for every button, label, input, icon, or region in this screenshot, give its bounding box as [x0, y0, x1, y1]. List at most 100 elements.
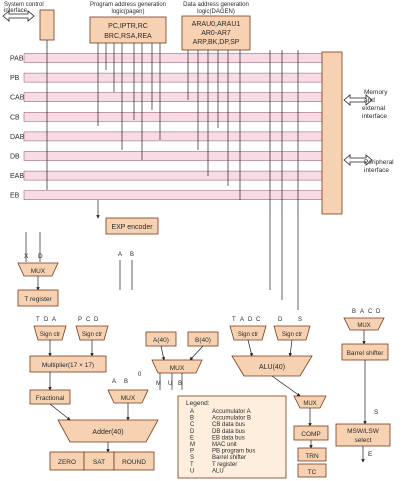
legend-key: S	[190, 455, 194, 461]
msc1-port-a: A	[52, 317, 56, 323]
msc2-port-d: D	[94, 317, 99, 323]
asc1-port-c: C	[256, 317, 261, 323]
bus-cb	[23, 112, 323, 122]
bus-eb	[23, 190, 323, 200]
legend-key: C	[190, 422, 195, 428]
muxb-port-m: M	[156, 381, 161, 387]
system-control-block	[39, 9, 55, 41]
tmux-port-d: D	[38, 253, 43, 260]
pagen-title-2: logic(pagen)	[111, 9, 144, 15]
msw-lsw-label-1: MSW/LSW	[347, 428, 380, 435]
bs-port-d: D	[376, 309, 381, 315]
legend-key: U	[190, 468, 194, 474]
asc2-port-d: D	[278, 317, 283, 323]
asc1-port-d: D	[248, 317, 253, 323]
bus-label-pb: PB	[10, 75, 20, 82]
dagen-block	[181, 15, 251, 51]
legend-key: M	[190, 442, 195, 448]
msc2-port-p: P	[78, 317, 82, 323]
center-mux-label: MUX	[170, 365, 185, 372]
e-label: E	[368, 451, 373, 458]
dagen-regs-3: ARP,BK,DP,SP	[193, 39, 240, 46]
legend-value: ALU	[212, 468, 224, 474]
mult-sign-ctr-2	[75, 325, 109, 341]
bus-stack: PAB PB CAB CB DAB DB EAB EB	[10, 53, 323, 200]
pagen-regs-2: BRC,RSA,REA	[104, 33, 152, 40]
legend-value: T register	[212, 462, 237, 468]
memory-label-1: Memory	[364, 89, 388, 96]
alu-label: ALU(40)	[259, 364, 285, 371]
sat-label: SAT	[93, 459, 105, 466]
ab-port-a: A	[118, 252, 122, 258]
exp-encoder-label: EXP encoder	[111, 224, 153, 231]
adder-block	[57, 419, 159, 443]
alu-block	[231, 355, 313, 377]
msc2-label: Sign ctr	[82, 332, 102, 338]
bus-label-cab: CAB	[10, 95, 25, 102]
system-control-label-2: interface	[4, 8, 28, 14]
pagen-title: Program address generation	[90, 2, 166, 8]
bs-port-b: B	[352, 309, 356, 315]
bus-label-cb: CB	[10, 114, 20, 121]
multiplier-block	[29, 355, 107, 373]
bus-label-eab: EAB	[10, 173, 24, 180]
bus-pb	[23, 72, 323, 83]
tc-label: TC	[308, 469, 317, 476]
double-arrow-icon	[2, 10, 35, 22]
t-register-label: T register	[24, 296, 52, 303]
msc1-port-d: D	[44, 317, 49, 323]
mult-sign-ctr-1	[33, 325, 67, 341]
legend-value: DB data bus	[212, 429, 245, 435]
tmux-port-x: X	[24, 253, 29, 260]
dagen-title: Data address generation	[183, 2, 249, 8]
multiplier-label: Multiplier(17 × 17)	[42, 362, 94, 369]
bs-port-a: A	[360, 309, 364, 315]
right-mux-label: MUX	[357, 323, 370, 329]
bus-label-db: DB	[10, 154, 20, 161]
msc1-label: Sign ctr	[40, 332, 60, 338]
barrel-shifter-label: Barrel shifter	[347, 350, 385, 357]
adder-label: Adder(40)	[92, 429, 123, 436]
lower-mux	[293, 395, 327, 409]
t-register-mux	[17, 262, 59, 277]
legend-key: P	[190, 449, 194, 455]
trn-label: TRN	[305, 453, 319, 460]
memory-double-arrow-icon	[343, 94, 373, 106]
legend-key: T	[190, 462, 194, 468]
bus-label-pab: PAB	[10, 56, 24, 63]
center-mux	[151, 359, 203, 374]
dagen-title-2: logic(DAGEN)	[197, 9, 235, 15]
lower-mux-label: MUX	[303, 401, 316, 407]
comp-label: COMP	[301, 431, 321, 438]
muxb-port-b: B	[178, 381, 182, 387]
bus-label-dab: DAB	[10, 134, 25, 141]
exp-encoder-block	[105, 217, 159, 235]
bus-label-eb: EB	[10, 193, 20, 200]
t-mux-label: MUX	[31, 268, 46, 275]
asc2-label: Sign ctr	[282, 332, 302, 338]
legend-key: B	[190, 416, 194, 422]
legend-value: Barrel shifter	[212, 455, 246, 461]
memory-label-4: interface	[362, 113, 387, 120]
fractional-label: Fractional	[36, 395, 65, 402]
system-control-label: System control	[4, 2, 44, 8]
acc-a-label: A(40)	[153, 337, 169, 344]
pagen-block	[89, 16, 167, 44]
bus-cab	[23, 92, 323, 102]
peripheral-label-2: interface	[364, 167, 389, 174]
round-label: ROUND	[122, 459, 146, 466]
legend-value: Accumulator A	[212, 409, 251, 415]
legend-value: Accumulator B	[212, 416, 251, 422]
memory-external-interface-block	[321, 51, 343, 215]
legend-value: EB data bus	[212, 435, 245, 441]
asc1-label: Sign ctr	[238, 332, 258, 338]
dagen-regs-1: ARAU0,ARAU1	[192, 21, 241, 28]
msc2-port-c: C	[86, 317, 91, 323]
legend-value: PB program bus	[212, 449, 255, 455]
asc2-port-s: S	[298, 317, 302, 323]
msc1-port-t: T	[36, 317, 40, 323]
peripheral-label-1: Peripheral	[364, 159, 394, 166]
legend-key: D	[190, 429, 195, 435]
bus-eab	[23, 170, 323, 181]
left-mux-label: MUX	[121, 395, 136, 402]
